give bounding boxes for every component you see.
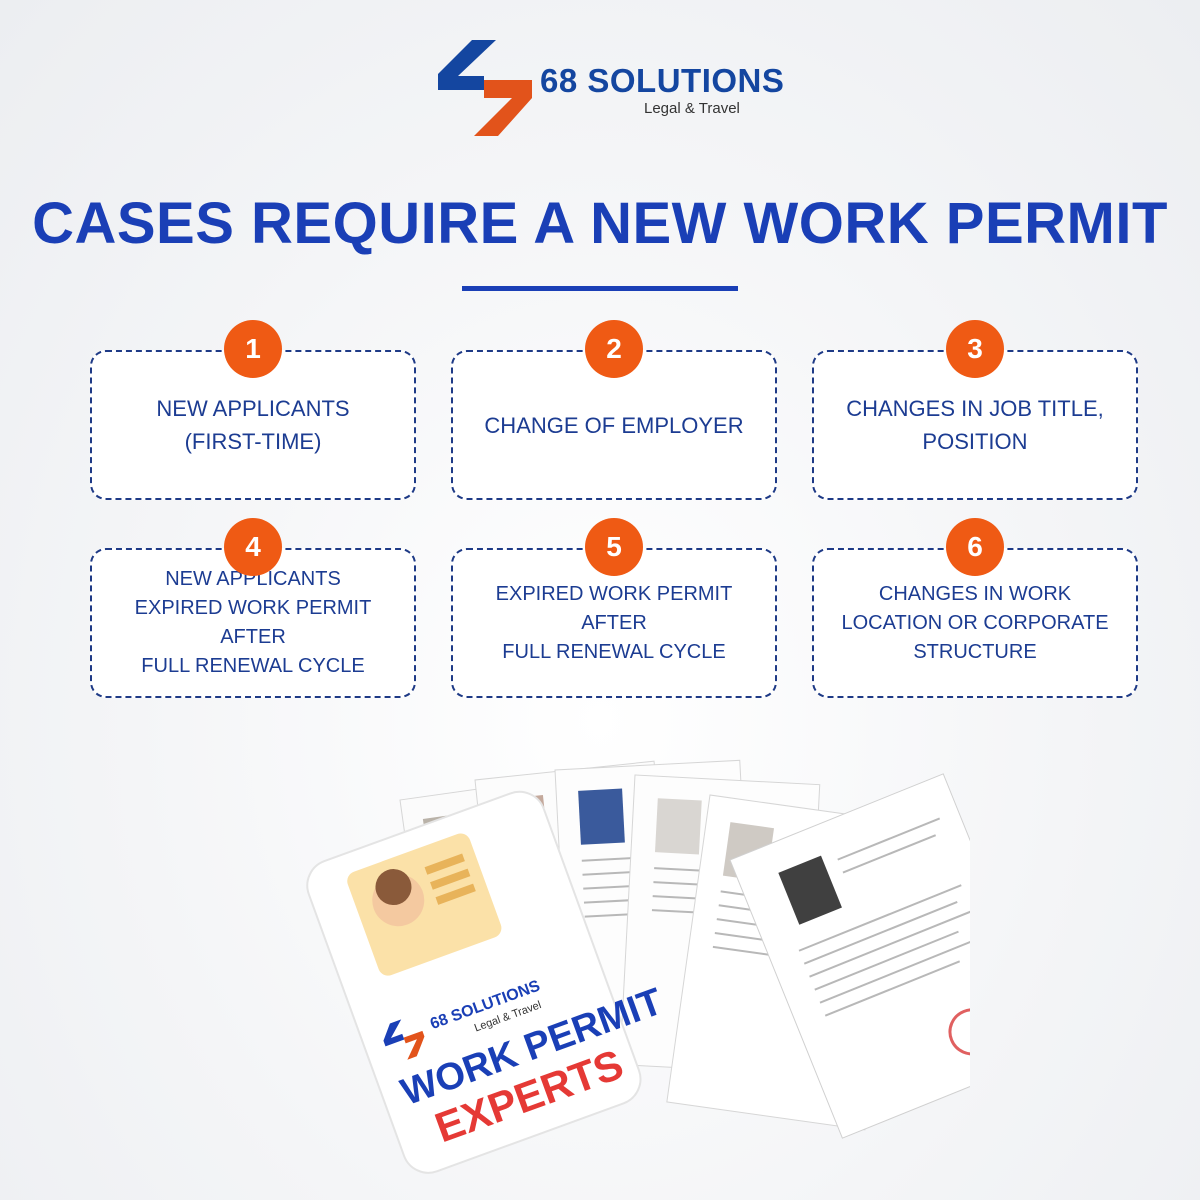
work-permit-experts-sticker: 68 SOLUTIONS Legal & Travel WORK PERMIT … [306,790,668,1174]
case-card-text: EXPIRED WORK PERMIT AFTER FULL RENEWAL C… [495,582,733,663]
case-card-text: NEW APPLICANTS (FIRST-TIME) [156,396,350,454]
brand-logo-mark-icon [438,40,532,136]
case-card-text: CHANGES IN WORK LOCATION OR CORPORATE ST… [841,582,1109,663]
brand-logo: 68 SOLUTIONS Legal & Travel [436,40,784,136]
case-card-4: NEW APPLICANTS EXPIRED WORK PERMIT AFTER… [90,548,416,698]
case-card-text: NEW APPLICANTS EXPIRED WORK PERMIT AFTER… [134,568,372,677]
case-card-text: CHANGE OF EMPLOYER [484,412,744,438]
case-number-badge: 1 [224,320,282,378]
case-number-badge: 3 [946,320,1004,378]
case-card-text: CHANGES IN JOB TITLE, POSITION [846,396,1104,454]
case-card-2: CHANGE OF EMPLOYER [451,350,777,500]
case-number-badge: 5 [585,518,643,576]
work-permit-documents-photo: 68 SOLUTIONS Legal & Travel WORK PERMIT … [306,759,970,1174]
brand-tagline: Legal & Travel [644,100,740,117]
title-divider [462,286,738,291]
case-number-badge: 6 [946,518,1004,576]
case-number-badge: 4 [224,518,282,576]
page-title: CASES REQUIRE A NEW WORK PERMIT [32,191,1168,256]
brand-name: 68 SOLUTIONS [540,62,785,99]
case-number-badge: 2 [585,320,643,378]
